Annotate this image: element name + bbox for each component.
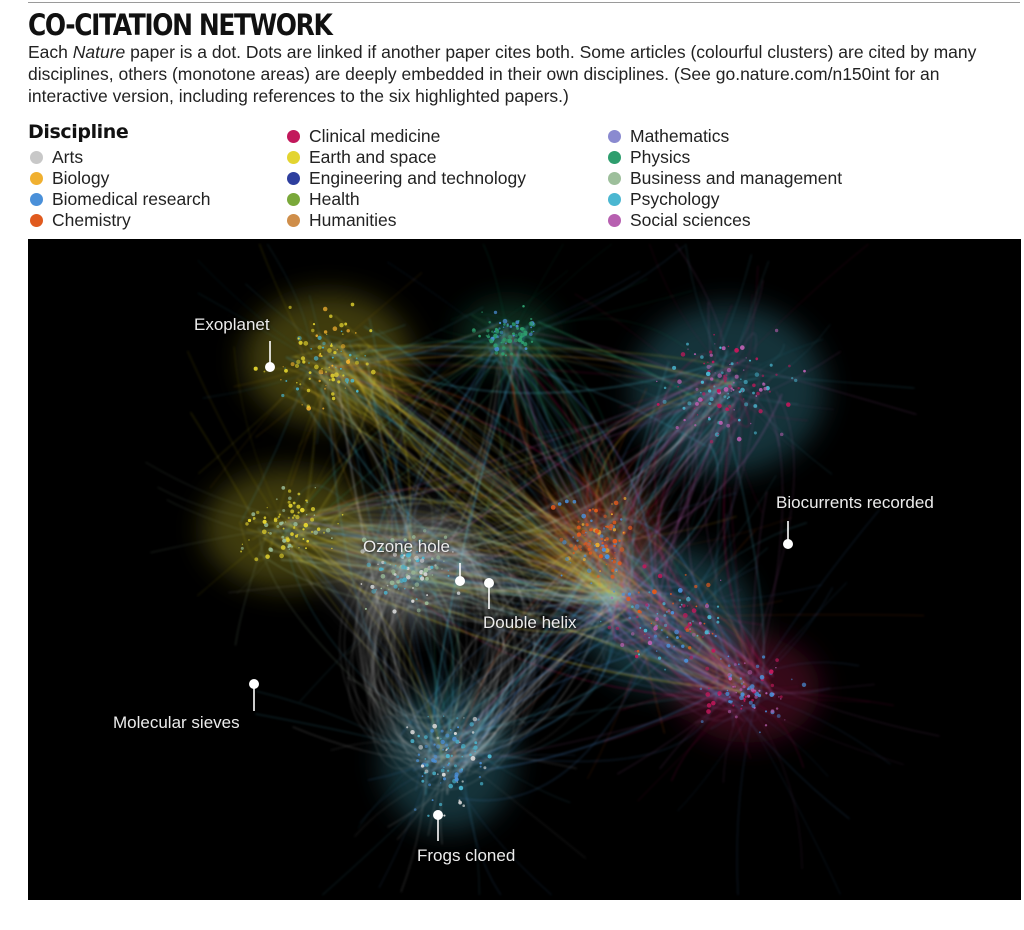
- legend-item: Mathematics: [608, 126, 842, 147]
- legend-label: Engineering and technology: [309, 168, 526, 188]
- marker-molecular-sieves: [249, 679, 259, 689]
- legend-swatch: [287, 130, 300, 143]
- legend-swatch: [608, 172, 621, 185]
- legend-label: Arts: [52, 147, 84, 167]
- callout-ozone-hole: Ozone hole: [363, 537, 450, 556]
- callout-double-helix: Double helix: [483, 613, 577, 632]
- legend-item: Biology: [30, 168, 211, 189]
- legend-swatch: [608, 193, 621, 206]
- legend-label: Biomedical research: [52, 189, 211, 209]
- legend-title: Discipline: [28, 121, 129, 143]
- legend-item: Chemistry: [30, 210, 211, 231]
- legend-label: Earth and space: [309, 147, 437, 167]
- legend-label: Physics: [630, 147, 691, 167]
- callout-biocurrents: Biocurrents recorded: [776, 493, 934, 512]
- figure-title: CO-CITATION NETWORK: [28, 8, 333, 42]
- callout-molecular-sieves: Molecular sieves: [113, 713, 240, 732]
- legend-item: Social sciences: [608, 210, 842, 231]
- legend-label: Chemistry: [52, 210, 131, 230]
- figure-description: Each Nature paper is a dot. Dots are lin…: [28, 42, 977, 106]
- legend-swatch: [287, 172, 300, 185]
- network-edges: [145, 243, 940, 896]
- top-rule: [28, 2, 1020, 3]
- legend-swatch: [287, 193, 300, 206]
- legend-label: Mathematics: [630, 126, 730, 146]
- marker-biocurrents: [783, 539, 793, 549]
- legend-swatch: [30, 151, 43, 164]
- legend-swatch: [30, 214, 43, 227]
- legend-item: Arts: [30, 147, 211, 168]
- legend-swatch: [608, 214, 621, 227]
- legend-label: Humanities: [309, 210, 397, 230]
- legend-swatch: [287, 214, 300, 227]
- legend-swatch: [30, 193, 43, 206]
- legend-label: Psychology: [630, 189, 720, 209]
- legend-label: Social sciences: [630, 210, 751, 230]
- legend-item: Health: [287, 189, 526, 210]
- marker-double-helix: [484, 578, 494, 588]
- legend-item: Physics: [608, 147, 842, 168]
- marker-frogs-cloned: [433, 810, 443, 820]
- legend-swatch: [608, 151, 621, 164]
- legend-item: Engineering and technology: [287, 168, 526, 189]
- legend-item: Biomedical research: [30, 189, 211, 210]
- legend-swatch: [30, 172, 43, 185]
- legend-label: Business and management: [630, 168, 843, 188]
- legend-label: Clinical medicine: [309, 126, 441, 146]
- highlight-markers: [249, 341, 793, 841]
- legend-item: Humanities: [287, 210, 526, 231]
- legend-label: Health: [309, 189, 360, 209]
- legend-label: Biology: [52, 168, 110, 188]
- co-citation-network: Exoplanet Biocurrents recorded Ozone hol…: [28, 239, 1021, 900]
- legend-item: Psychology: [608, 189, 842, 210]
- marker-ozone-hole: [455, 576, 465, 586]
- callout-exoplanet: Exoplanet: [194, 315, 270, 334]
- legend-swatch: [608, 130, 621, 143]
- legend-item: Business and management: [608, 168, 842, 189]
- callout-frogs-cloned: Frogs cloned: [417, 846, 516, 865]
- legend-item: Earth and space: [287, 147, 526, 168]
- marker-exoplanet: [265, 362, 275, 372]
- legend-swatch: [287, 151, 300, 164]
- legend-item: Clinical medicine: [287, 126, 526, 147]
- network-nodes: [240, 302, 807, 818]
- network-graph: [145, 243, 940, 896]
